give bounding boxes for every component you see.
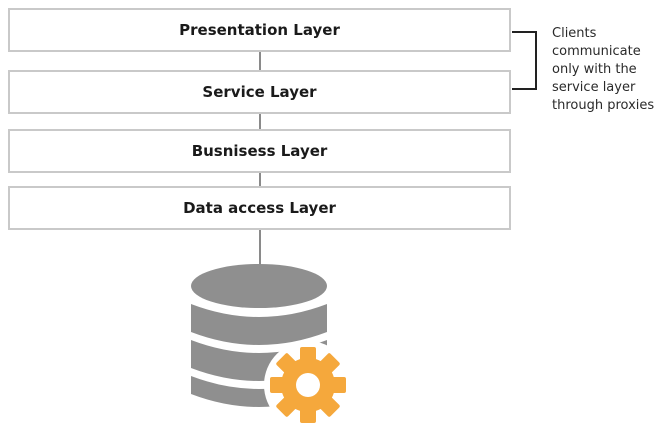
database-graphic [190,260,360,434]
annotation-line: through proxies [552,98,655,113]
annotation-line: Clients [552,26,597,41]
layer-label: Presentation Layer [179,21,340,39]
annotation-line: only with the [552,62,637,77]
business-layer-box: Busnisess Layer [8,129,511,173]
layer-label: Service Layer [202,83,317,101]
annotation-note: Clients communicate only with the servic… [552,25,664,115]
annotation-line: communicate [552,44,641,59]
service-layer-box: Service Layer [8,70,511,114]
connector-data-database [259,230,261,266]
connector-presentation-service [259,52,261,70]
gear-icon [270,347,346,423]
communication-bracket [512,31,537,90]
presentation-layer-box: Presentation Layer [8,8,511,52]
annotation-line: service layer [552,80,636,95]
layer-label: Data access Layer [183,199,336,217]
data-access-layer-box: Data access Layer [8,186,511,230]
connector-business-data [259,173,261,186]
connector-service-business [259,114,261,129]
layer-label: Busnisess Layer [191,142,328,160]
